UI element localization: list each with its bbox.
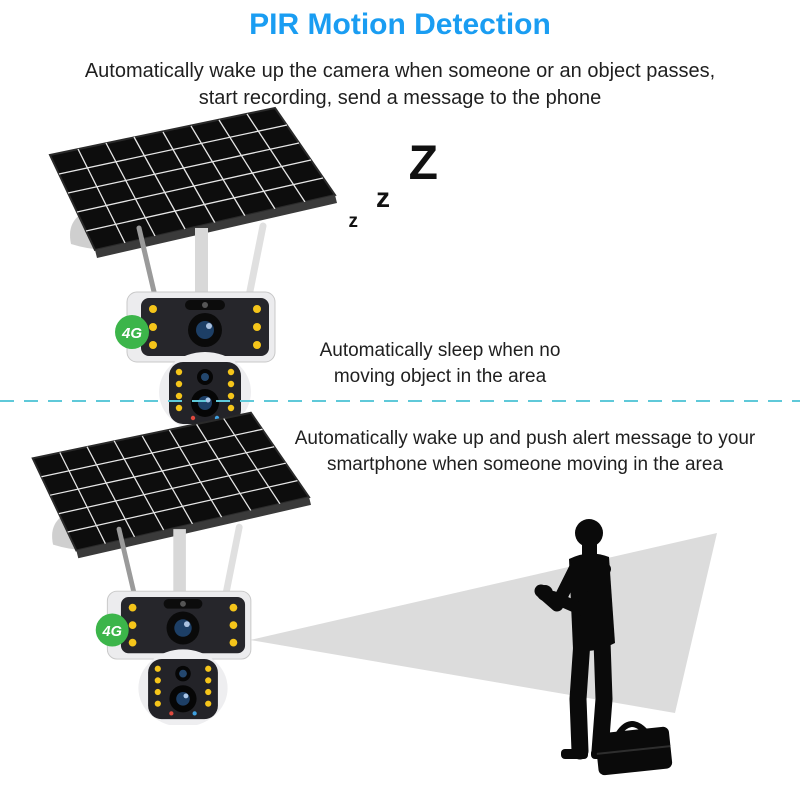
page-title: PIR Motion Detection (249, 8, 551, 41)
intro-text: Automatically wake up the camera when so… (84, 60, 716, 109)
sleep-zzz-icon: Z z z (318, 137, 439, 250)
camera-illustration-bottom (18, 405, 348, 725)
zzz-large: Z (408, 137, 438, 190)
sleep-note: Automatically sleep when no moving objec… (319, 340, 561, 387)
zzz-small: z (348, 211, 359, 232)
zzz-medium: z (376, 182, 390, 213)
briefcase-silhouette (595, 721, 673, 776)
wake-note: Automatically wake up and push alert mes… (294, 428, 756, 475)
section-divider (0, 400, 800, 402)
